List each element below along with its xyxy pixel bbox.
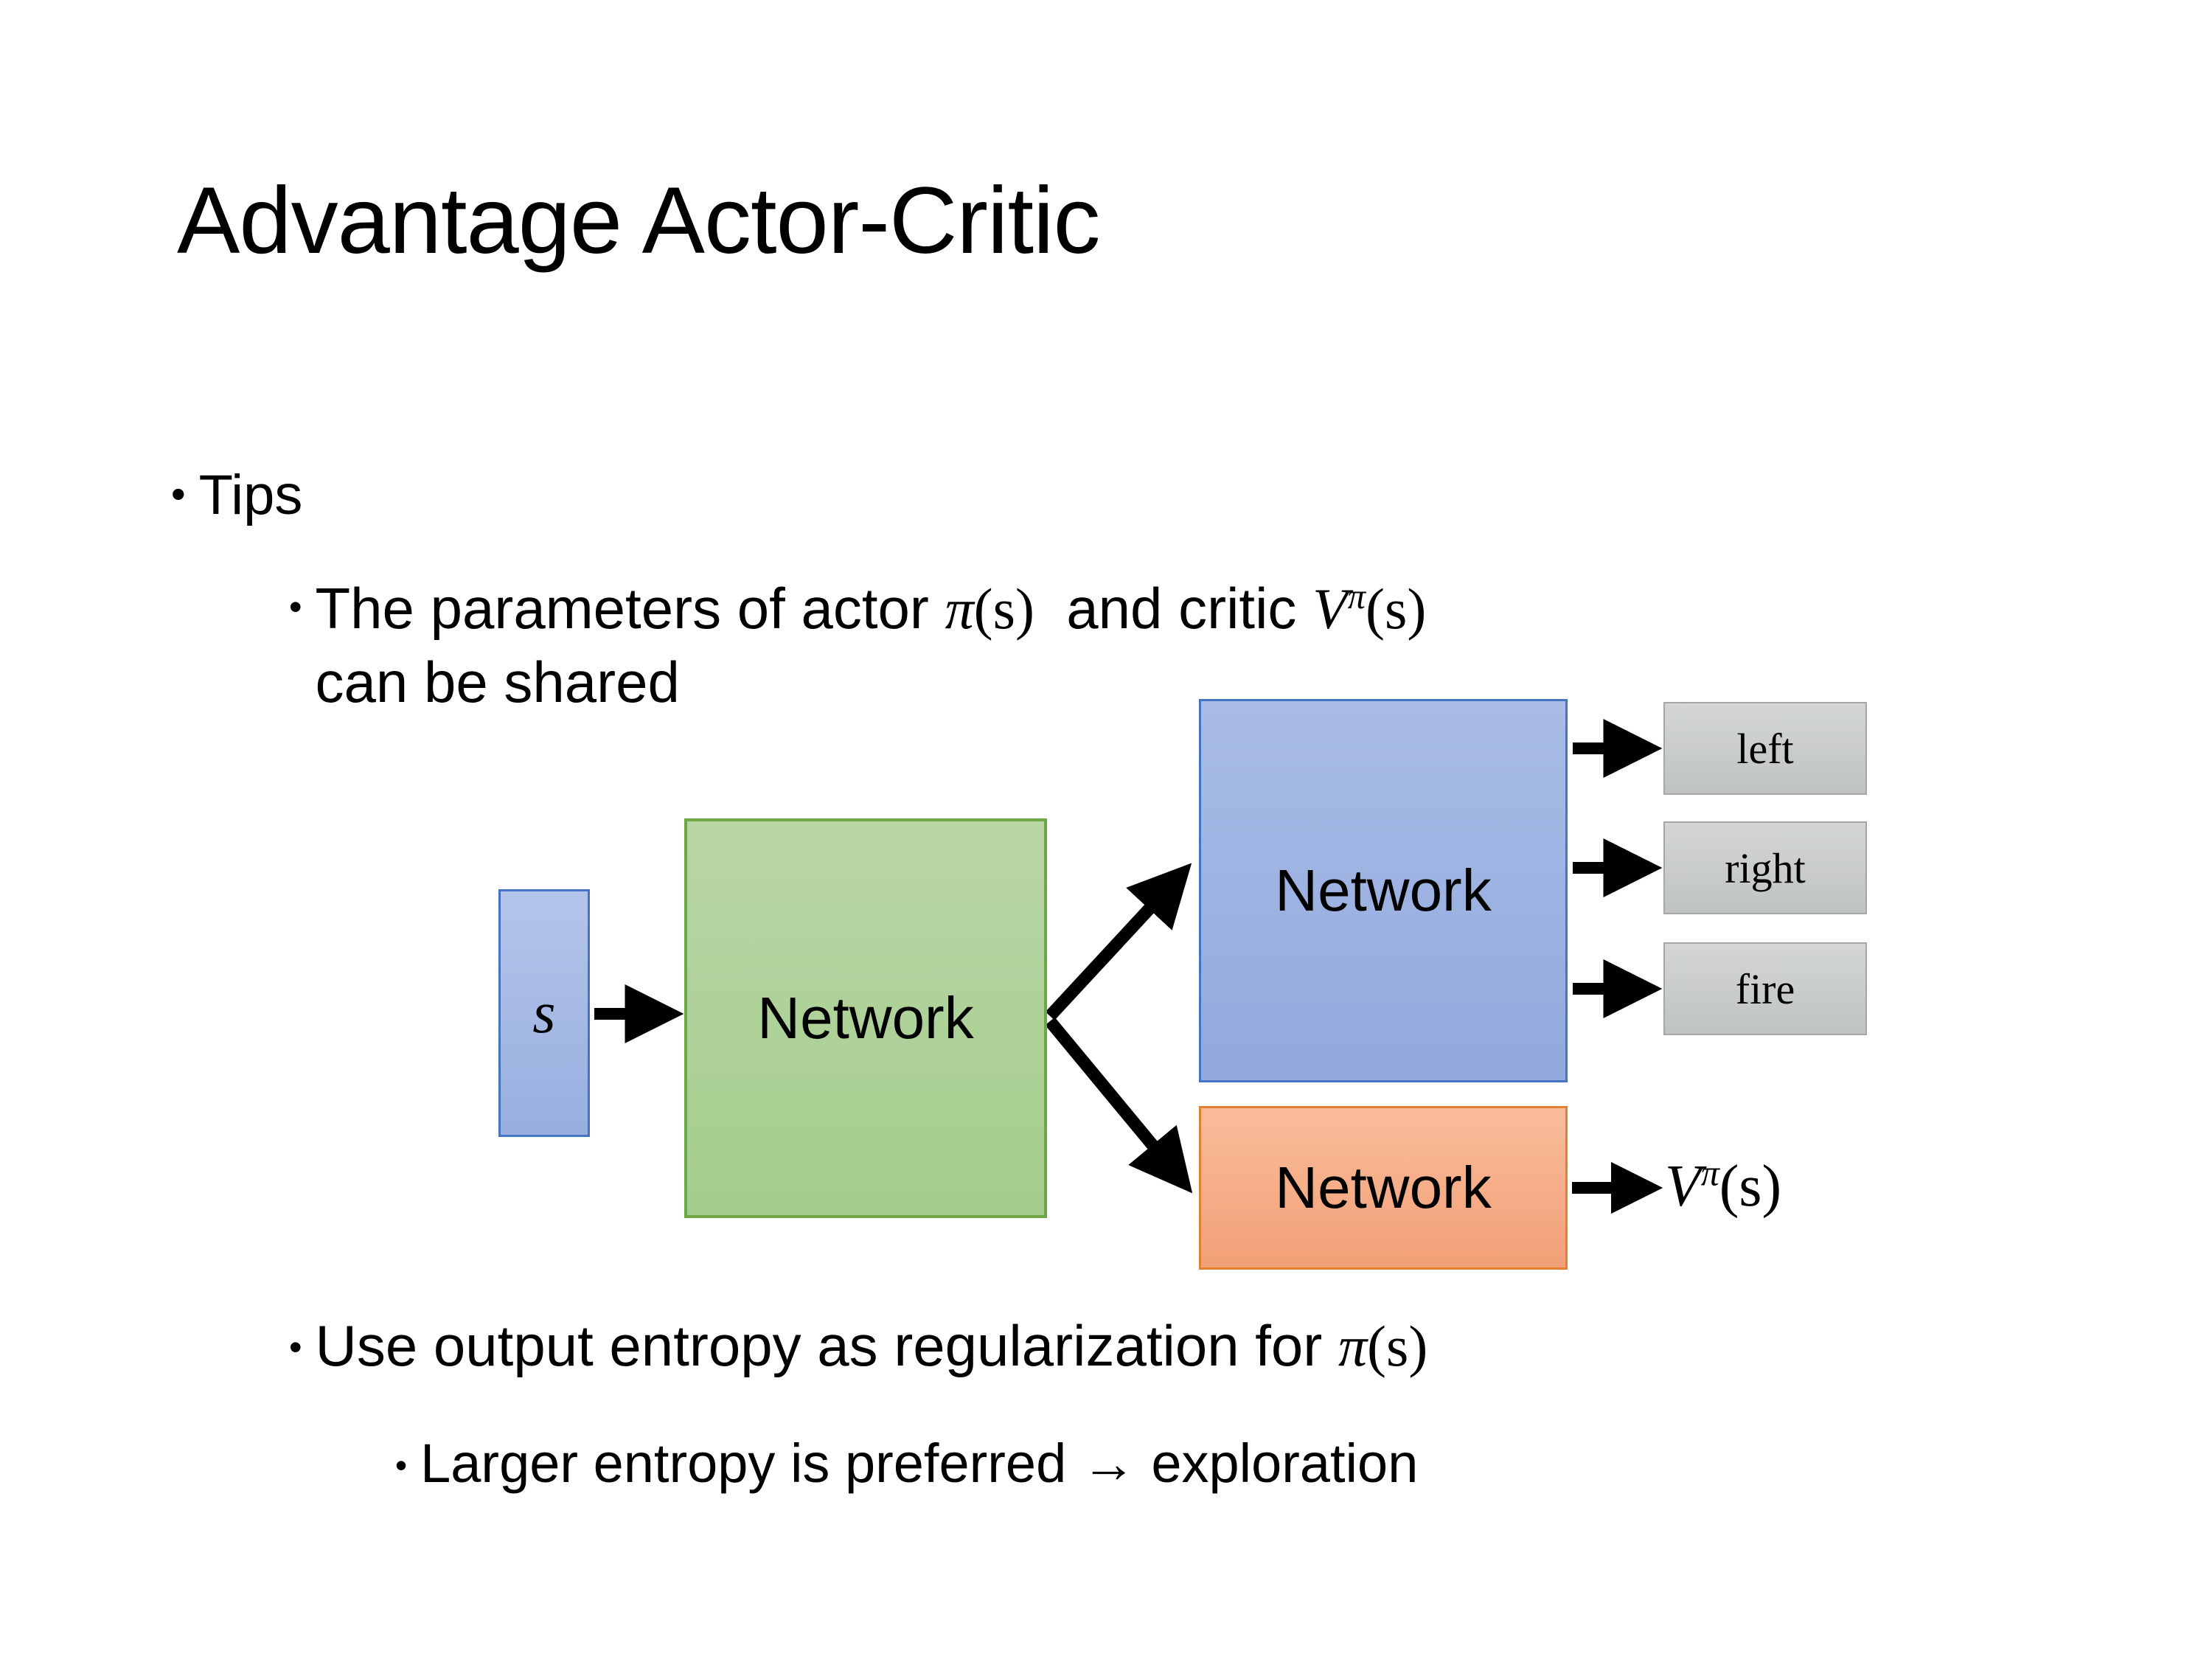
bullet-entropy-regularization: • Use output entropy as regularization f… (289, 1312, 2059, 1380)
shared-network-label: Network (757, 985, 974, 1051)
math-pi-argument: (s) (1367, 1314, 1428, 1378)
page-title: Advantage Actor-Critic (177, 168, 1100, 274)
arrow-shared-to-actor (1045, 863, 1192, 1020)
shared-text-line2: can be shared (315, 649, 680, 714)
bullet-larger-entropy: • Larger entropy is preferred → explorat… (395, 1432, 2091, 1495)
value-v-symbol: V (1665, 1154, 1701, 1219)
state-input-box[interactable]: s (498, 889, 590, 1137)
bullet-marker-icon: • (289, 586, 302, 627)
value-superscript-pi: π (1700, 1152, 1719, 1194)
math-v-symbol: V (1312, 577, 1348, 641)
math-pi-symbol: π (1338, 1314, 1368, 1378)
bullet-larger-entropy-text: Larger entropy is preferred → exploratio… (420, 1433, 1419, 1494)
bullet-marker-icon: • (171, 470, 186, 517)
bullet-marker-icon: • (289, 1326, 302, 1368)
action-output-fire[interactable]: fire (1663, 942, 1867, 1035)
shared-network-box[interactable]: Network (684, 818, 1047, 1218)
bullet-shared-parameters: • The parameters of actor π(s) and criti… (289, 572, 2000, 720)
math-pi-argument: (s) (973, 577, 1034, 641)
action-left-label: left (1736, 724, 1794, 773)
bullet-entropy-text: Use output entropy as regularization for… (316, 1312, 1428, 1380)
bullet-shared-text: The parameters of actor π(s) and critic … (316, 572, 1427, 720)
state-label: s (532, 980, 556, 1046)
bullet-tips: • Tips (171, 463, 302, 528)
shared-text-pre: The parameters of actor (315, 576, 945, 641)
shared-text-mid: and critic (1034, 576, 1313, 641)
action-fire-label: fire (1735, 964, 1795, 1013)
entropy-text-pre: Use output entropy as regularization for (315, 1313, 1338, 1378)
action-right-label: right (1725, 844, 1806, 892)
bullet-tips-label: Tips (198, 464, 303, 526)
math-v-argument: (s) (1365, 577, 1427, 641)
math-pi-symbol: π (945, 577, 974, 641)
critic-network-label: Network (1275, 1155, 1492, 1220)
actor-network-label: Network (1275, 858, 1492, 923)
action-output-right[interactable]: right (1663, 821, 1867, 914)
critic-network-box[interactable]: Network (1199, 1106, 1568, 1270)
arrow-shared-to-critic (1045, 1017, 1193, 1194)
value-function-output-label: Vπ(s) (1665, 1152, 1781, 1220)
actor-network-box[interactable]: Network (1199, 699, 1568, 1082)
math-v-superscript-pi: π (1347, 577, 1366, 616)
bullet-marker-icon: • (395, 1446, 408, 1484)
value-argument: (s) (1719, 1154, 1782, 1219)
